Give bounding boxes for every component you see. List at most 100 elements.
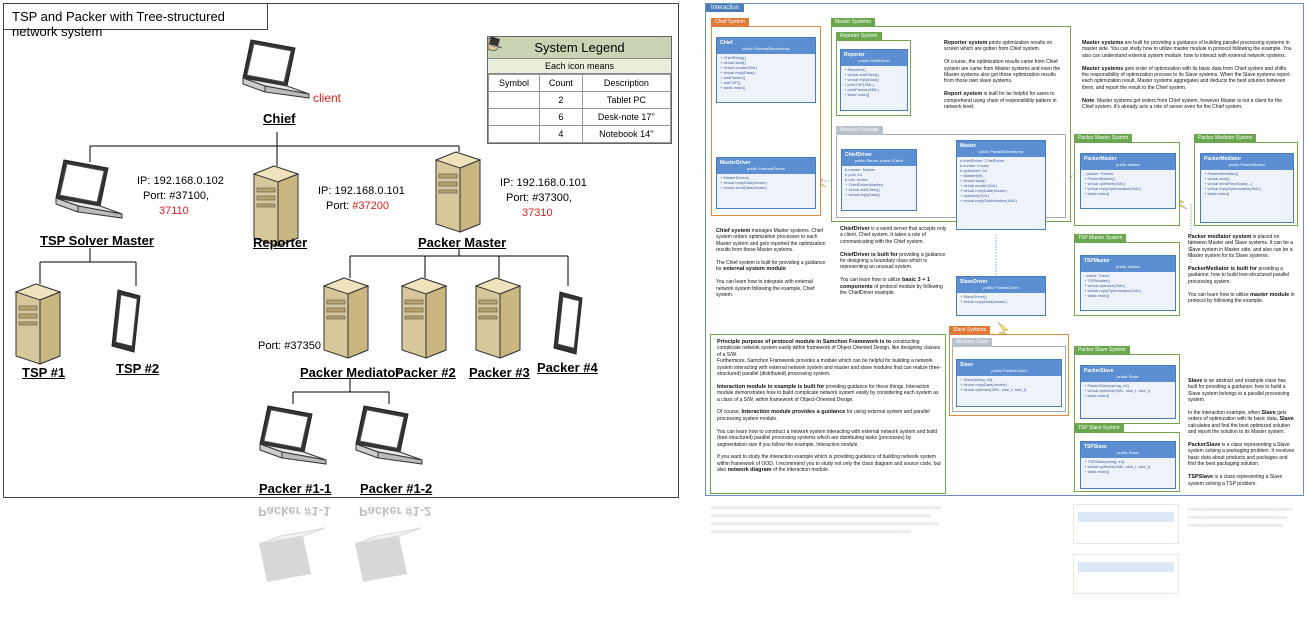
abstract-class-tab: Abstract Class xyxy=(952,338,993,347)
packer-mediator-tab: Packer Mediator System xyxy=(1194,134,1257,143)
packer-master-name: PackerMaster xyxy=(1084,156,1117,162)
diagram-title: TSP and Packer with Tree-structured netw… xyxy=(4,4,268,39)
packer-master-label: Packer Master xyxy=(418,235,507,250)
packer2-server-icon xyxy=(401,277,447,359)
packer1-1-label: Packer #1-1 xyxy=(259,481,332,496)
legend-desc: Notebook 14'' xyxy=(581,125,672,143)
legend-row: 2 Tablet PC xyxy=(487,37,672,109)
reporter-description: Reporter system prints optimization resu… xyxy=(944,40,1061,111)
packer-master-server-icon xyxy=(435,151,481,233)
legend-header-description: Description xyxy=(581,74,672,92)
reporter-ip: IP: 192.168.0.101 xyxy=(318,185,405,197)
legend-desc: Desk-note 17'' xyxy=(581,108,672,126)
legend-row: 4 Notebook 14'' xyxy=(487,37,672,143)
tsp-master-tab: TSP Master System xyxy=(1074,234,1127,243)
packer3-label: Packer #3 xyxy=(469,365,530,380)
packer3-server-icon xyxy=(475,277,521,359)
tsp-port-2: 37110 xyxy=(159,205,189,217)
left-reflection: Packer #1-1 Packer #1-2 xyxy=(3,500,679,631)
packer-master-tab: Packer Master System xyxy=(1074,134,1133,143)
tsp-slave-sub: public Slave xyxy=(1117,450,1139,455)
reflect-laptops xyxy=(258,527,422,582)
packer4-label: Packer #4 xyxy=(537,360,598,375)
tsp-solver-master-label: TSP Solver Master xyxy=(40,233,154,248)
reporter-label: Reporter xyxy=(253,235,308,250)
system-legend: System Legend Each icon means Symbol Cou… xyxy=(487,36,672,144)
slave-class-sub: public ParallelClient xyxy=(991,368,1027,373)
tsp-master-package: TSP Master System TSPMaster public Master… xyxy=(1074,234,1180,316)
packer-master-address: IP: 192.168.0.101 Port: #37300, 37310 xyxy=(500,176,587,221)
master-class-name: Master xyxy=(960,143,977,149)
packer1-2-laptop-icon xyxy=(355,405,423,465)
master-description: Master systems are built for providing a… xyxy=(1082,40,1292,111)
slave-driver-sub: public ParallelClient xyxy=(983,285,1019,290)
packer-port: Port: #37300, xyxy=(506,192,573,204)
chief-description: Chief system manages Master systems. Chi… xyxy=(716,228,826,299)
reporter-class-sub: public ChiefDriver xyxy=(858,58,890,63)
connection-lines xyxy=(39,132,569,404)
packer2-label: Packer #2 xyxy=(395,365,456,380)
abstract-package-tab: Abstract Package xyxy=(836,126,884,135)
tsp2-label: TSP #2 xyxy=(116,361,160,376)
right-reflection xyxy=(705,498,1304,631)
packer-mediator-label: Packer Mediator xyxy=(300,365,401,380)
reporter-address: IP: 192.168.0.101 Port: #37200 xyxy=(318,184,405,214)
legend-count: 6 xyxy=(539,108,583,126)
reporter-class-name: Reporter xyxy=(844,52,865,58)
tsp-port: Port: #37100, xyxy=(143,190,210,202)
reporter-port: #37200 xyxy=(352,200,390,212)
packer-slave-name: PackerSlave xyxy=(1084,368,1114,374)
packer1-1-laptop-icon xyxy=(259,405,327,465)
chief-system-tab: Chief System xyxy=(711,18,749,27)
master-driver-sub: public ExternalServer xyxy=(746,166,786,171)
packer-mediator-sub: public PackerMaster xyxy=(1228,162,1266,167)
packer-ip: IP: 192.168.0.101 xyxy=(500,177,587,189)
tsp-ip: IP: 192.168.0.102 xyxy=(137,175,224,187)
master-systems-tab: Master Systems xyxy=(831,18,875,27)
packer-master-sub: public Master xyxy=(1116,162,1140,167)
laptop-icon xyxy=(487,37,541,143)
master-class-sub: public ParallelClientArray xyxy=(978,149,1024,154)
tsp1-server-icon xyxy=(15,283,61,365)
packer-mediator-name: PackerMediator xyxy=(1204,156,1242,162)
chief-laptop-icon xyxy=(242,39,310,99)
slave-class-name: Slave xyxy=(960,362,974,368)
tsp2-tablet-icon xyxy=(111,289,141,353)
abstract-class-package: Abstract Class Slave public ParallelClien… xyxy=(952,338,1066,412)
tsp-master-name: TSPMaster xyxy=(1084,258,1110,264)
legend-table: Symbol Count Description 2 Tablet PC 6 D… xyxy=(487,37,672,143)
packer1-2-label: Packer #1-2 xyxy=(360,481,433,496)
packer4-tablet-icon xyxy=(553,291,583,355)
tsp-master-sub: public Master xyxy=(1116,264,1140,269)
packer-mediator-description: Packer mediator system is placed on betw… xyxy=(1188,234,1295,305)
packer-slave-sub: public Slave xyxy=(1117,374,1139,379)
legend-row: 6 Desk-note 17'' xyxy=(487,37,672,126)
slave-systems-tab: Slave Systems xyxy=(949,326,991,335)
legend-count: 4 xyxy=(539,125,583,143)
principle-note: Principle purpose of protocol module in … xyxy=(710,334,946,494)
chief-class-sub: public ExternalServerArray xyxy=(742,46,790,51)
reporter-system-tab: Reporter System xyxy=(836,32,882,41)
interaction-tab[interactable]: Interaction xyxy=(706,4,745,12)
reporter-server-icon xyxy=(253,165,299,247)
tsp-solver-master-laptop-icon xyxy=(55,159,123,219)
packer-slave-tab: Packer Slave System xyxy=(1074,346,1130,355)
